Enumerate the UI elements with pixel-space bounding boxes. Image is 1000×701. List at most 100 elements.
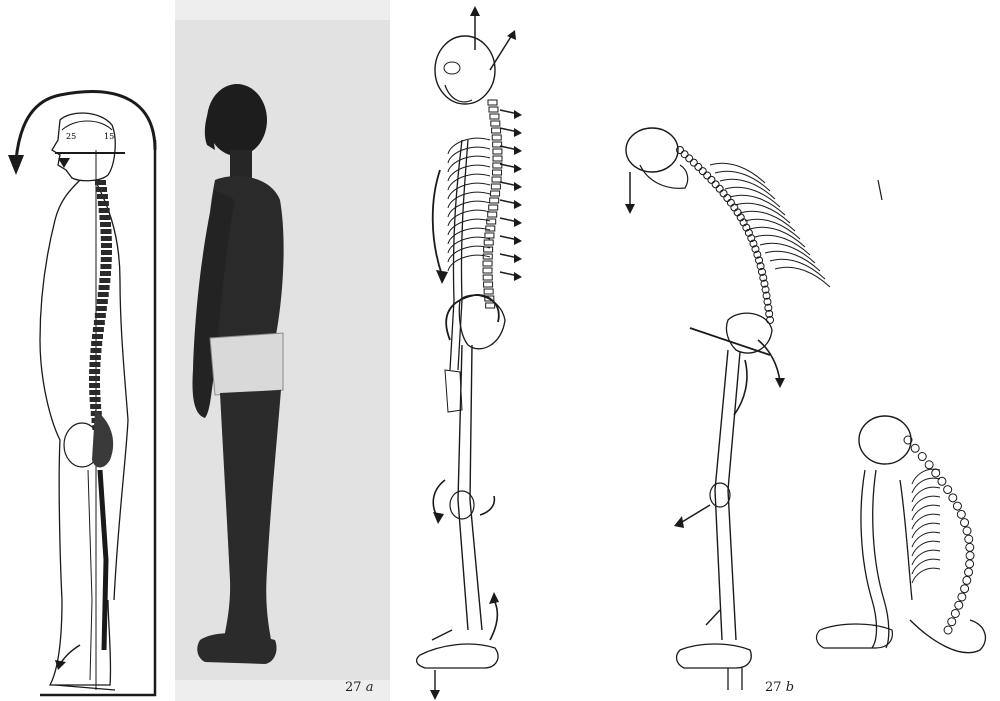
eye-socket xyxy=(444,62,460,74)
foot-outline xyxy=(55,685,115,690)
crouch-pelvis-outline xyxy=(910,620,985,653)
vertebra xyxy=(493,170,502,175)
vertebra xyxy=(957,510,965,518)
arrowhead-icon xyxy=(514,128,522,137)
rib xyxy=(448,174,490,190)
rib xyxy=(912,523,940,538)
vertebra xyxy=(490,114,499,119)
vertebra xyxy=(99,285,110,290)
vertebra xyxy=(487,219,496,224)
curved-arrow-icon xyxy=(433,480,445,518)
vertebra xyxy=(493,149,502,154)
vertebra xyxy=(492,135,501,140)
arrowhead-icon xyxy=(436,270,448,284)
curved-arrow-icon xyxy=(490,600,497,640)
back-force-arrows xyxy=(500,110,522,281)
vertebra xyxy=(95,180,106,185)
leg-bone xyxy=(470,345,482,630)
vertebra xyxy=(925,461,933,469)
head-silhouette xyxy=(207,84,267,156)
vertebra xyxy=(965,535,973,543)
figure-letter: a xyxy=(366,680,374,695)
vertebra xyxy=(96,187,107,192)
vertebra xyxy=(491,184,500,189)
vertebra xyxy=(483,268,492,273)
crouch-rib-cage xyxy=(912,469,940,583)
vertebra xyxy=(483,275,492,280)
vertebra xyxy=(949,494,957,502)
vertebra xyxy=(953,502,961,510)
shorts-shape xyxy=(210,333,283,395)
vertebra xyxy=(686,155,693,162)
bending-skeleton-figure xyxy=(610,0,1000,701)
vertebra xyxy=(101,243,112,248)
arrowhead-icon xyxy=(514,182,522,191)
rib xyxy=(912,514,940,529)
vertebra xyxy=(98,201,109,206)
arrowhead-icon xyxy=(430,690,440,700)
rib xyxy=(448,147,490,163)
rib xyxy=(448,156,490,172)
rib xyxy=(448,183,490,199)
crouch-leg-bone xyxy=(861,470,877,648)
vertebra xyxy=(90,348,101,353)
arrowhead-icon xyxy=(514,254,522,263)
vertebra xyxy=(948,618,956,626)
vertebra xyxy=(961,519,969,527)
standing-skeleton-drawing xyxy=(390,0,610,701)
foot-bones xyxy=(677,644,752,668)
vertebra xyxy=(484,240,493,245)
jaw-outline xyxy=(640,165,688,188)
vertebra xyxy=(493,156,502,161)
vertebra xyxy=(712,181,719,188)
vertebra xyxy=(720,190,727,197)
vertebra xyxy=(99,278,110,283)
arrowhead-icon xyxy=(514,146,522,155)
vertebra xyxy=(963,576,971,584)
skull-outline xyxy=(626,128,678,172)
curved-arrow-icon xyxy=(433,170,442,275)
neck-silhouette xyxy=(230,150,252,180)
figure-label-b: 27 b xyxy=(765,680,794,695)
rib xyxy=(775,267,830,287)
figure-number: 27 xyxy=(765,680,782,695)
vertebra xyxy=(89,369,100,374)
outline-posture-drawing: 25 15 xyxy=(0,0,175,701)
vertebra xyxy=(94,320,105,325)
vertebra xyxy=(965,568,973,576)
vertebra xyxy=(484,282,493,287)
figure-letter: b xyxy=(786,680,794,695)
vertebra xyxy=(486,226,495,231)
leg-line xyxy=(88,470,92,680)
vertebra xyxy=(101,250,112,255)
photo-drawing xyxy=(175,0,390,701)
vertebra xyxy=(963,527,971,535)
foot-bones xyxy=(417,644,498,668)
vertebra xyxy=(98,292,109,297)
figure-number: 27 xyxy=(345,680,362,695)
vertebra xyxy=(95,313,106,318)
spine-column xyxy=(89,180,112,430)
vertebra xyxy=(89,383,100,388)
vertebra xyxy=(955,601,963,609)
rib xyxy=(448,192,490,208)
foot-arrow-icon xyxy=(60,645,80,664)
vertebra xyxy=(486,303,495,308)
rib xyxy=(912,487,940,502)
knee-joint xyxy=(710,483,730,507)
vertebra xyxy=(932,469,940,477)
vertebra xyxy=(489,107,498,112)
rib xyxy=(912,568,940,583)
vertebra xyxy=(89,362,100,367)
vertebra xyxy=(951,609,959,617)
vertebra xyxy=(89,376,100,381)
vertebra xyxy=(89,390,100,395)
vertebra xyxy=(97,194,108,199)
leg-bone xyxy=(715,350,728,640)
vertebra xyxy=(966,543,974,551)
vertebra xyxy=(485,233,494,238)
diagonal-arrow-icon xyxy=(490,35,512,70)
vertebra xyxy=(90,404,101,409)
vertebra xyxy=(96,306,107,311)
crouch-leg-bone xyxy=(873,470,889,648)
